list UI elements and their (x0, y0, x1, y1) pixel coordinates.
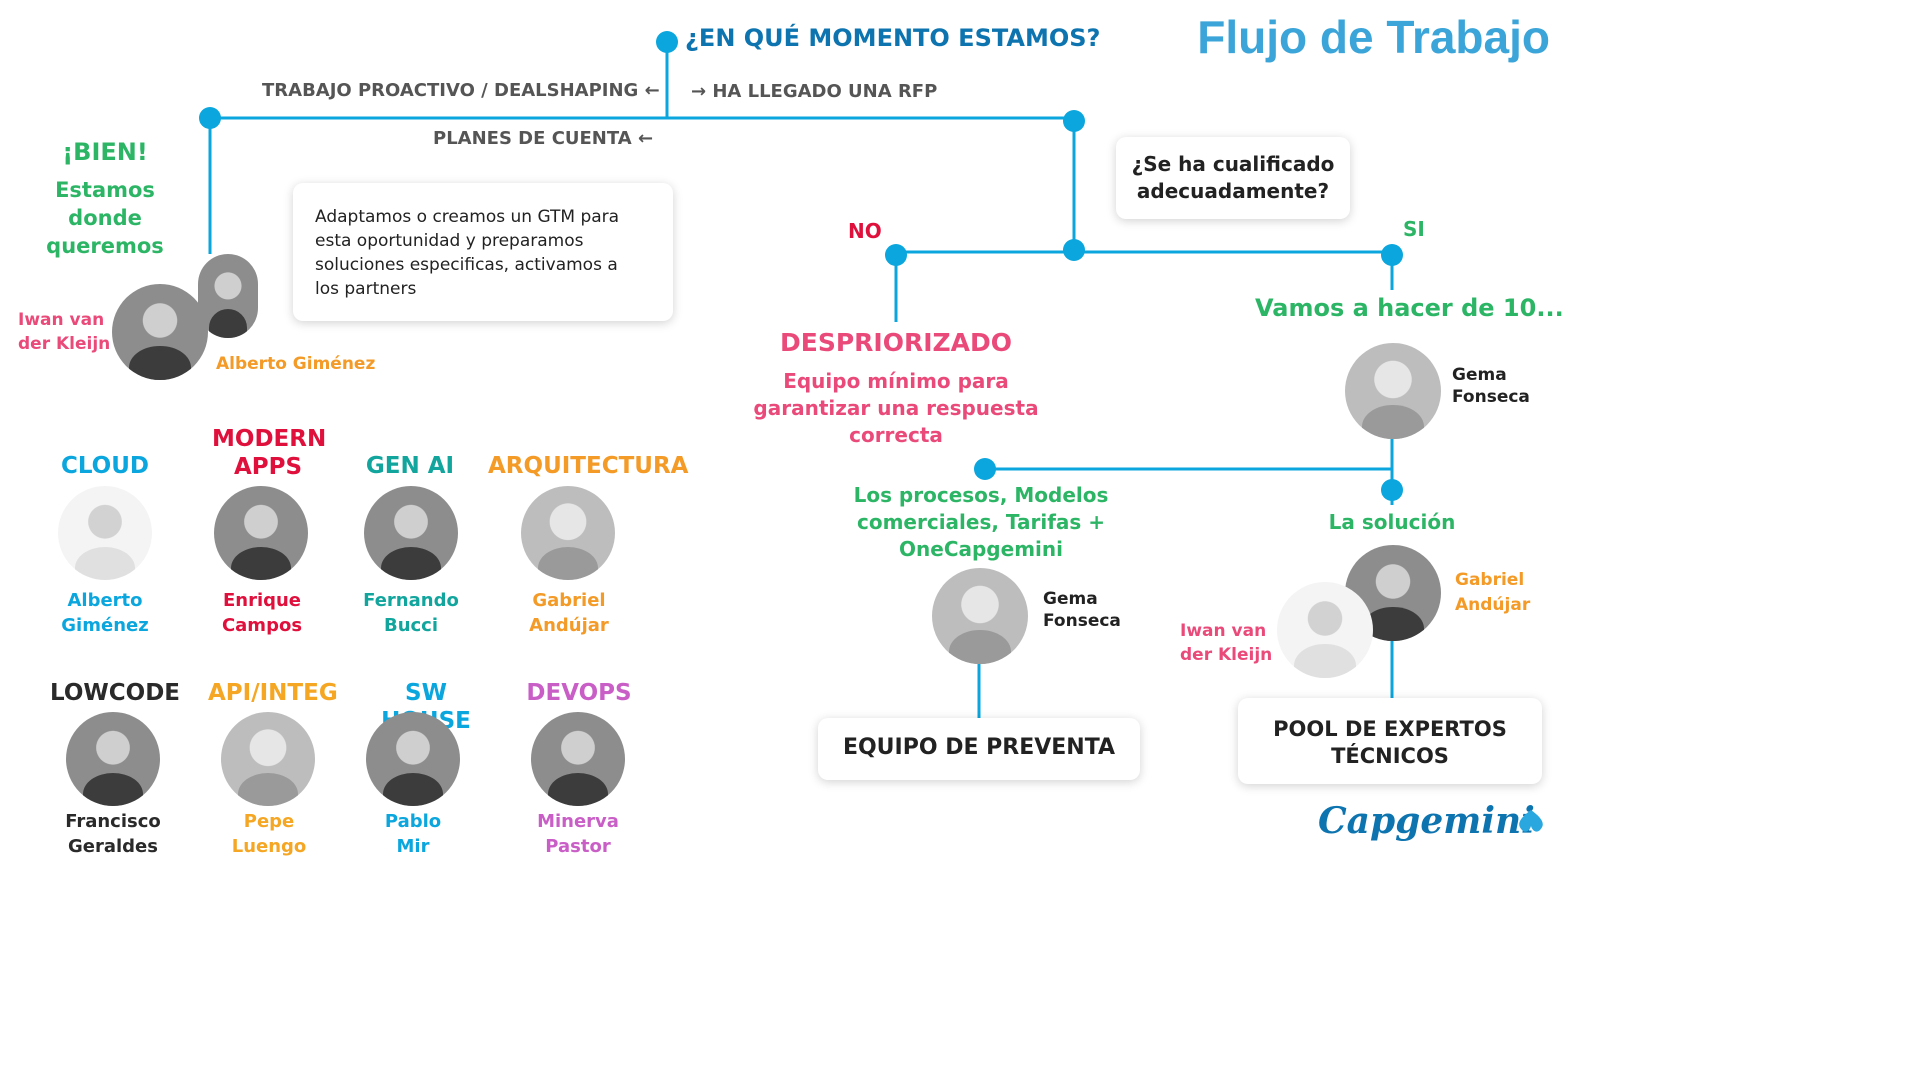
specialist-avatar (366, 712, 460, 806)
branch-proactive: TRABAJO PROACTIVO / DEALSHAPING ← (262, 80, 660, 101)
node-process (974, 458, 996, 480)
node-qualify (1063, 239, 1085, 261)
ten-heading: Vamos a hacer de 10... (1255, 294, 1564, 322)
specialist-avatar (66, 712, 160, 806)
gtm-info-text: Adaptamos o creamos un GTM para esta opo… (315, 207, 620, 299)
branch-rfp: → HA LLEGADO UNA RFP (691, 81, 938, 102)
label-no: NO (848, 219, 882, 243)
specialist-area: CLOUD (60, 453, 150, 479)
deprioritized-title: DESPRIORIZADO (780, 328, 1012, 357)
avatar-iwan-top (112, 284, 208, 380)
person-alberto-left: Alberto Giménez (216, 354, 376, 374)
capgemini-logo-text: Capgemini (1318, 800, 1535, 842)
gtm-info-box: Adaptamos o creamos un GTM para esta opo… (293, 183, 673, 321)
specialist-name: Gabriel Andújar (529, 590, 609, 636)
capgemini-logo: Capgemini (1318, 800, 1546, 860)
solution-heading: La solución (1328, 510, 1456, 534)
specialist-area: API/INTEG (208, 680, 338, 706)
specialist-area: GEN AI (365, 453, 455, 479)
specialist-area: LOWCODE (50, 680, 180, 706)
specialist-name: Pablo Mir (384, 811, 442, 857)
avatar-gema-top (1345, 343, 1441, 439)
presales-team-box: EQUIPO DE PREVENTA (818, 718, 1140, 780)
specialist-avatar (531, 712, 625, 806)
avatar-alberto-top (198, 254, 258, 338)
person-iwan-right: Iwan van der Kleijn (1180, 621, 1273, 665)
central-question: ¿EN QUÉ MOMENTO ESTAMOS? (685, 24, 1101, 52)
specialist-name: Pepe Luengo (231, 811, 307, 857)
specialist-area: MODERN APPS (212, 426, 327, 480)
specialist-area: DEVOPS (526, 680, 632, 706)
person-gema-bottom: Gema Fonseca (1043, 589, 1121, 631)
qualify-box: ¿Se ha cualificado adecuadamente? (1116, 137, 1350, 219)
specialist-avatar (521, 486, 615, 580)
avatar-iwan-right (1277, 582, 1373, 678)
node-proactive (199, 107, 221, 129)
specialist-avatar (221, 712, 315, 806)
person-iwan-left: Iwan van der Kleijn (18, 310, 111, 354)
specialist-area: ARQUITECTURA (488, 453, 689, 479)
capgemini-spade-icon (1519, 810, 1543, 832)
person-gabriel-right: Gabriel Andújar (1455, 570, 1531, 615)
specialist-name: Alberto Giménez (61, 590, 149, 636)
node-rfp (1063, 110, 1085, 132)
process-heading: Los procesos, Modelos comerciales, Tarif… (853, 483, 1109, 561)
status-good: ¡BIEN! (62, 138, 148, 166)
specialist-avatar (58, 486, 152, 580)
page-title: Flujo de Trabajo (1197, 11, 1550, 63)
node-si (1381, 244, 1403, 266)
avatar-gema-bottom (932, 568, 1028, 664)
specialist-name: Minerva Pastor (537, 811, 619, 857)
presales-team-text: EQUIPO DE PREVENTA (842, 735, 1116, 760)
qualify-text: ¿Se ha cualificado adecuadamente? (1131, 152, 1335, 203)
deprioritized-sub: Equipo mínimo para garantizar una respue… (753, 369, 1039, 447)
specialist-avatar (214, 486, 308, 580)
status-good-sub: Estamos donde queremos (46, 178, 164, 258)
flow-connectors (199, 31, 1403, 718)
specialist-name: Fernando Bucci (363, 590, 459, 636)
node-question (656, 31, 678, 53)
specialist-avatar (364, 486, 458, 580)
label-si: SI (1403, 217, 1425, 241)
specialist-name: Francisco Geraldes (65, 811, 161, 857)
branch-account-plans: PLANES DE CUENTA ← (433, 128, 654, 149)
experts-pool-box: POOL DE EXPERTOS TÉCNICOS (1238, 698, 1542, 784)
person-gema-top: Gema Fonseca (1452, 365, 1530, 407)
node-solution (1381, 479, 1403, 501)
specialist-name: Enrique Campos (221, 590, 303, 636)
experts-pool-text: POOL DE EXPERTOS TÉCNICOS (1273, 717, 1507, 768)
node-no (885, 244, 907, 266)
